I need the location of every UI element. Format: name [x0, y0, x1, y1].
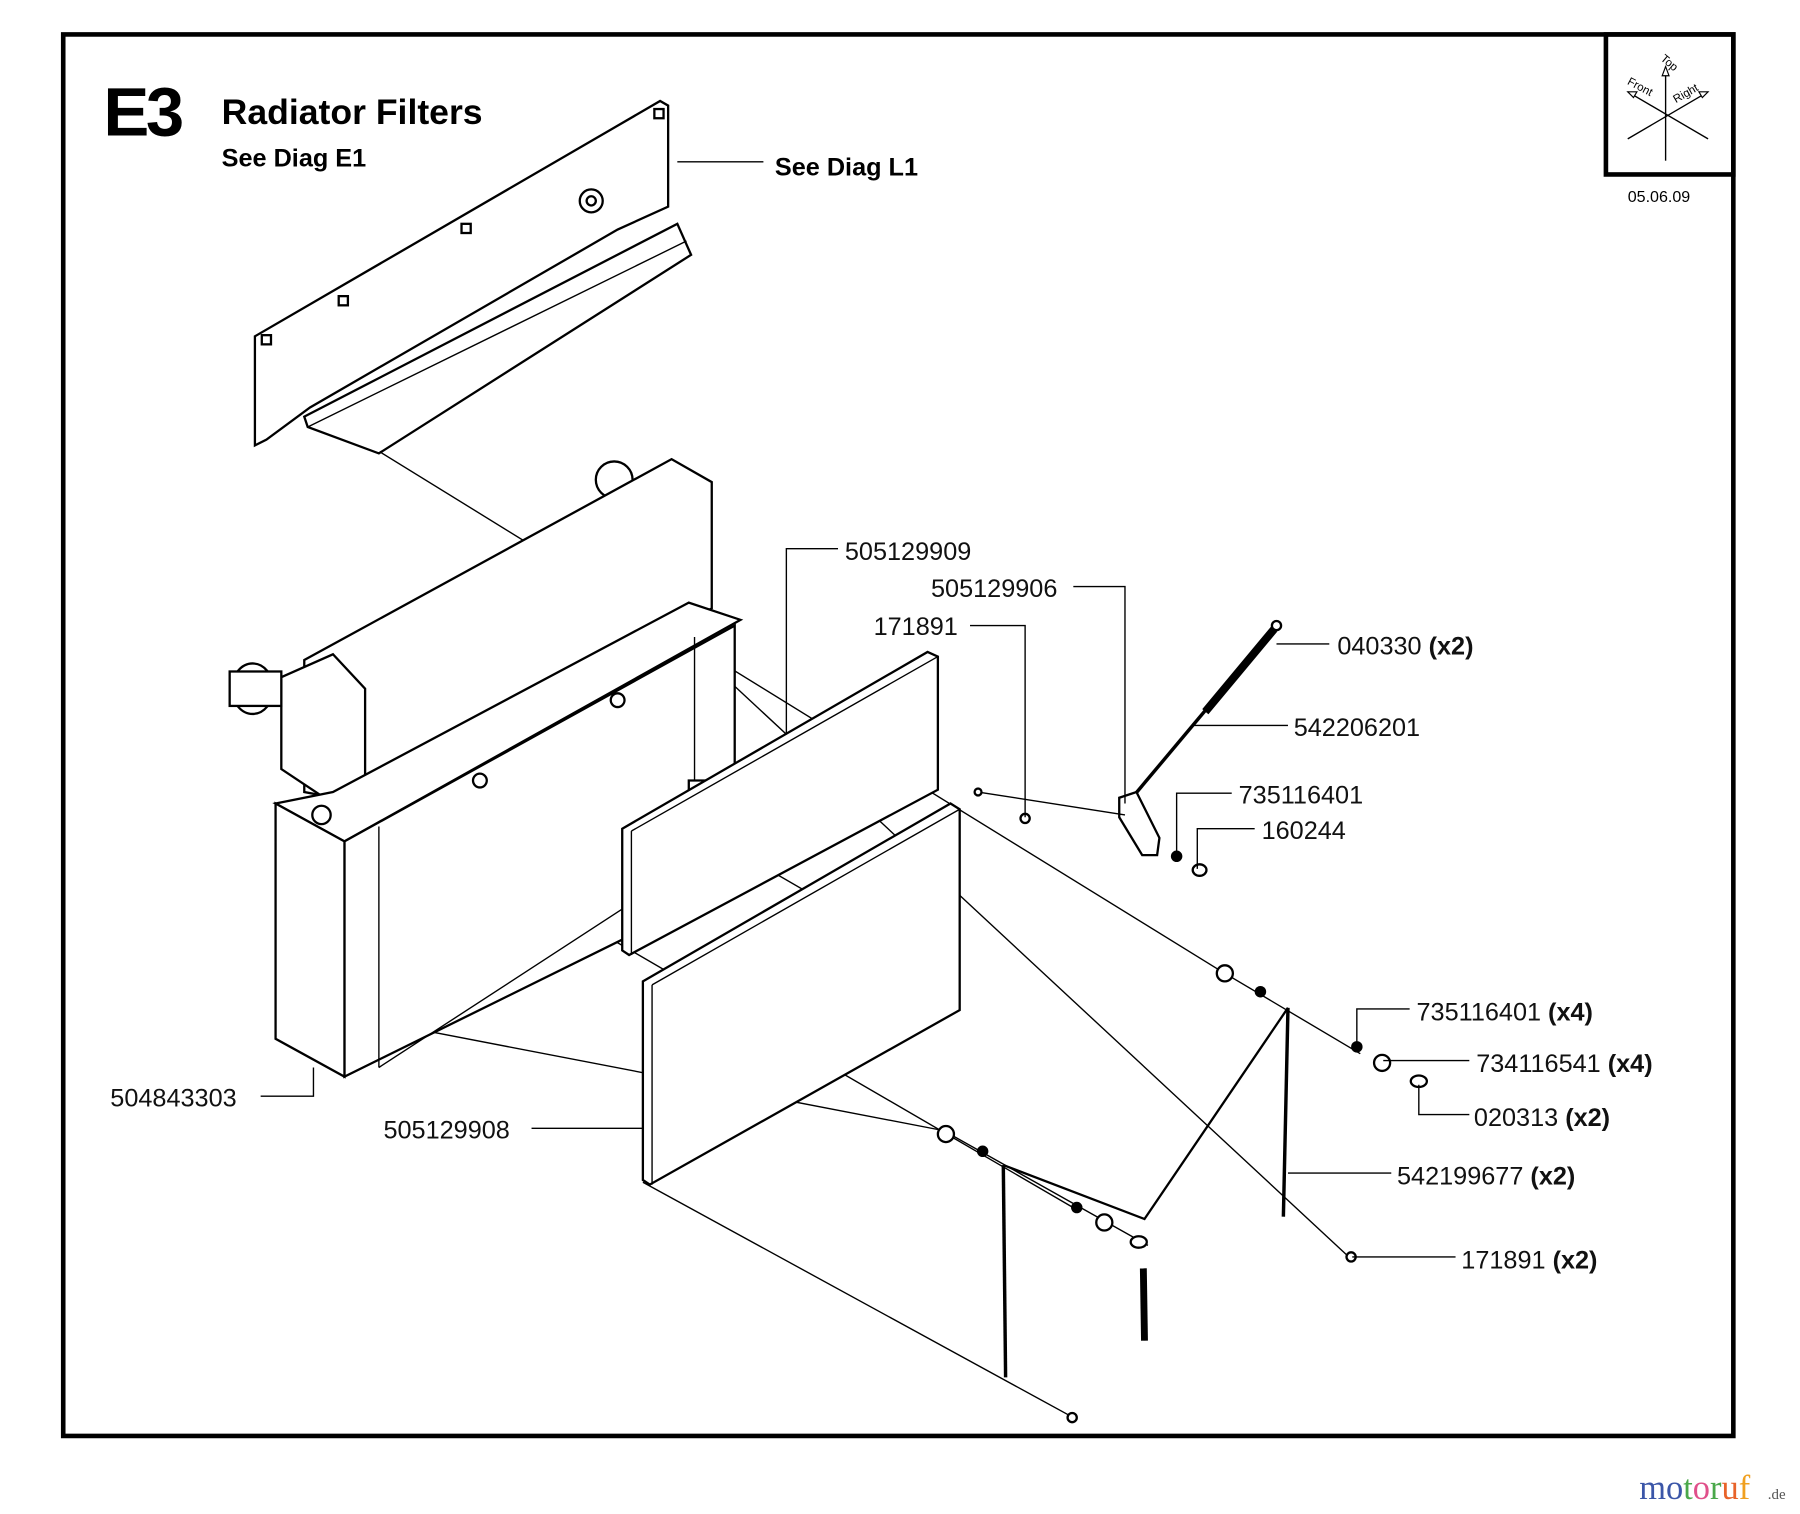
callout-171891: 171891 [874, 613, 958, 641]
lower-rods [936, 964, 1429, 1424]
latch-rod [973, 619, 1283, 877]
callout-160244: 160244 [1262, 817, 1346, 845]
orientation-top: Top [1658, 53, 1680, 74]
callout-505129908: 505129908 [383, 1117, 509, 1145]
orientation-right: Right [1671, 82, 1701, 106]
svg-text:motoruf: motoruf [1639, 1469, 1750, 1507]
svg-text:.de: .de [1768, 1487, 1786, 1503]
diagram-code: E3 [103, 73, 181, 150]
callout-171891-x2: 171891 (x2) [1461, 1246, 1597, 1274]
callout-505129909: 505129909 [845, 538, 971, 566]
callout-734116541: 734116541 (x4) [1476, 1050, 1652, 1078]
callout-735116401: 735116401 [1239, 781, 1364, 809]
callout-542206201: 542206201 [1294, 714, 1420, 742]
callout-735116401-x4: 735116401 (x4) [1417, 998, 1593, 1026]
see-diag-l1: See Diag L1 [775, 154, 918, 182]
orientation-box: Top Front Right 05.06.09 [1603, 32, 1736, 206]
callout-leaders [260, 547, 1470, 1258]
callout-020313: 020313 (x2) [1474, 1104, 1610, 1132]
radiator-assembly [228, 457, 744, 1079]
callout-504843303: 504843303 [110, 1085, 236, 1113]
orientation-front: Front [1625, 76, 1655, 100]
callout-505129906: 505129906 [931, 575, 1057, 603]
motoruf-logo: motoruf .de [1639, 1469, 1786, 1507]
diagram-title: Radiator Filters [222, 92, 483, 132]
see-diag-e1: See Diag E1 [222, 144, 367, 172]
top-bracket [253, 99, 693, 455]
diagram-frame [60, 32, 1736, 1439]
callout-542199677: 542199677 (x2) [1397, 1163, 1575, 1191]
diagram-date: 05.06.09 [1628, 188, 1691, 206]
callout-040330: 040330 (x2) [1337, 632, 1473, 660]
filter-lower [641, 802, 961, 1186]
filter-upper [621, 650, 940, 957]
